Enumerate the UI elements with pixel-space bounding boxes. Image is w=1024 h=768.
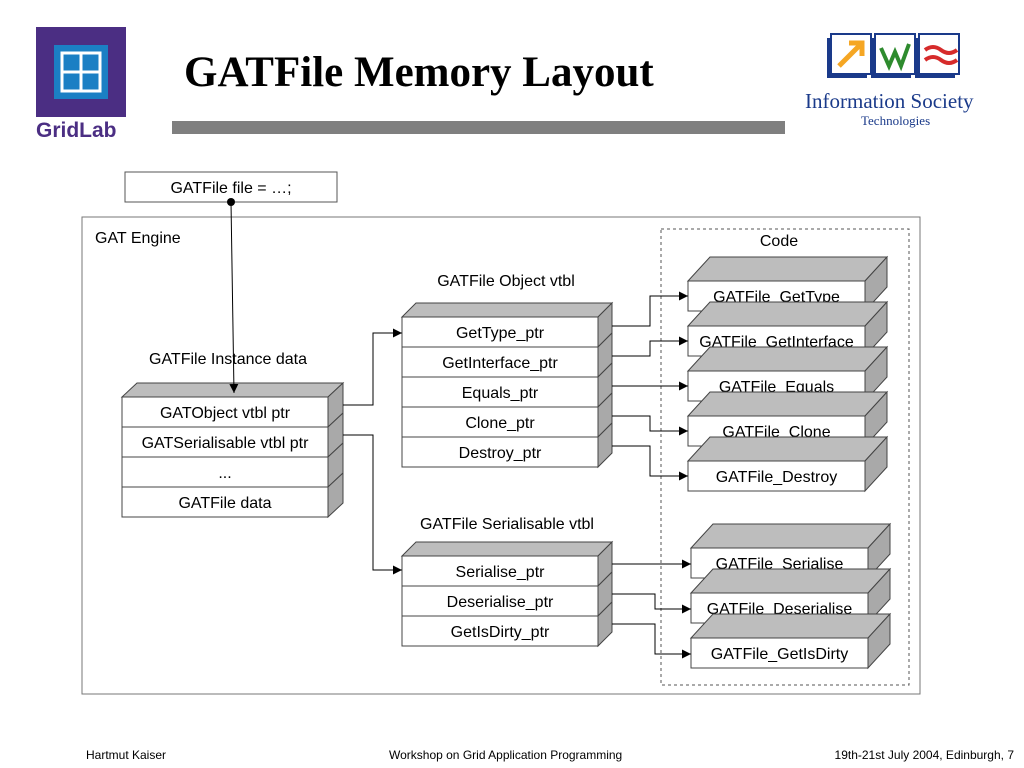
footer-event: Workshop on Grid Application Programming [389,748,623,762]
instance-data-row-label: GATFile data [178,495,271,512]
serptr-to-vtbl-arrow [343,434,402,575]
code-label: Code [760,233,798,250]
code-serial-function-box-label: GATFile_GetIsDirty [711,646,849,663]
code-function-box [687,460,866,492]
instance-data-top-face [120,382,345,398]
gettype-arrow [612,291,688,327]
code-function-box-top-face [686,256,889,282]
code-serial-function-box-top-face [689,568,892,594]
clone-arrow [612,415,688,436]
objptr-to-vtbl-arrow [343,328,402,406]
object-vtbl-row [401,316,599,348]
instance-data-row [121,486,329,518]
code-function-box-top-face [686,301,889,327]
serial-vtbl-row-label: GetIsDirty_ptr [451,624,550,641]
code-serial-function-boxes: GATFile_SerialiseGATFile_DeserialiseGATF… [689,522,892,670]
code-serial-function-box [690,637,869,669]
serial-vtbl-row-label: Deserialise_ptr [447,594,554,611]
code-declaration-box [124,171,338,203]
code-function-boxes: GATFile_GetTypeGATFile_GetInterfaceGATFi… [686,255,889,493]
slide-title: GATFile Memory Layout [184,49,654,96]
decl-to-instance-arrow [229,201,239,394]
getisdirty-arrow [612,623,691,659]
serial-vtbl-table: Serialise_ptrDeserialise_ptrGetIsDirty_p… [400,540,614,648]
object-vtbl-row [401,376,599,408]
code-serial-function-box-top-face [689,613,892,639]
instance-data-row-label: GATObject vtbl ptr [160,405,291,422]
code-function-box-top-face [686,346,889,372]
instance-data-row-label: GATSerialisable vtbl ptr [142,435,310,452]
instance-data-row-label: ... [218,465,231,482]
footer-author: Hartmut Kaiser [86,748,167,762]
serial-vtbl-top-face [400,541,614,557]
footer-date-page: 19th-21st July 2004, Edinburgh, 7 [834,748,1014,762]
ist-logo: Information Society Technologies [805,30,1000,135]
object-vtbl-row-label: GetType_ptr [456,325,545,342]
object-vtbl-table: GetType_ptrGetInterface_ptrEquals_ptrClo… [400,301,614,469]
serial-vtbl-row-label: Serialise_ptr [456,564,546,581]
getinterface-arrow [612,336,688,357]
object-vtbl-row-label: Equals_ptr [462,385,539,402]
title-rule [172,121,785,134]
object-vtbl-row [401,346,599,378]
code-function-box-label: GATFile_Destroy [716,469,838,486]
serial-vtbl-title: GATFile Serialisable vtbl [420,516,594,533]
code-function-box-top-face [686,391,889,417]
deserialise-arrow [612,593,691,614]
ist-logo-line1: Information Society [805,89,974,113]
object-vtbl-title: GATFile Object vtbl [437,273,575,290]
destroy-arrow [612,445,688,481]
gat-engine-box [81,216,921,695]
serial-vtbl-row [401,615,599,647]
gridlab-logo: GridLab [36,27,128,144]
code-serial-function-box-top-face [689,523,892,549]
code-function-box-top-face [686,436,889,462]
ist-logo-line2: Technologies [861,113,930,128]
connectors [227,198,691,659]
serial-vtbl-row [401,585,599,617]
instance-data-title: GATFile Instance data [149,351,307,368]
object-vtbl-row-label: Destroy_ptr [459,445,542,462]
object-vtbl-row-label: GetInterface_ptr [442,355,558,372]
instance-data-row [121,396,329,428]
object-vtbl-row [401,436,599,468]
object-vtbl-row-label: Clone_ptr [465,415,535,432]
code-box [660,228,910,686]
instance-data-row [121,426,329,458]
code-declaration-text: GATFile file = …; [170,180,291,197]
gridlab-logo-text: GridLab [36,119,117,139]
gat-engine-label: GAT Engine [95,230,181,247]
object-vtbl-top-face [400,302,614,318]
